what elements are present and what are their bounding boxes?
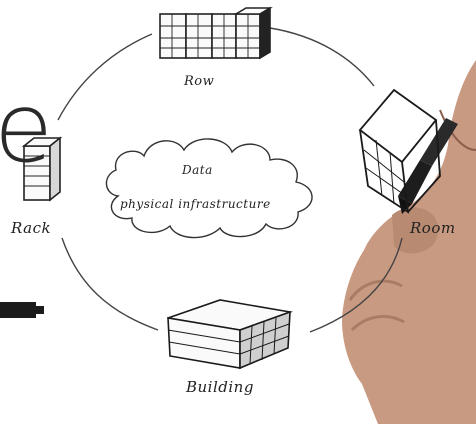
label-room: Room (410, 219, 456, 237)
hand-icon (342, 60, 476, 424)
label-rack: Rack (11, 219, 52, 237)
cycle-arcs (57, 27, 403, 333)
partial-letter: e (0, 72, 54, 184)
label-building: Building (186, 378, 254, 396)
building-icon (167, 299, 294, 370)
label-row: Row (184, 74, 215, 89)
partial-shape-left (0, 302, 44, 318)
cloud-label-data: Data (182, 163, 213, 177)
server-rack-icon (21, 136, 63, 202)
server-row-icon (159, 6, 273, 60)
cloud-icon (105, 138, 313, 239)
room-cube-icon (358, 88, 441, 214)
cloud-label-infrastructure: physical infrastructure (120, 197, 271, 211)
